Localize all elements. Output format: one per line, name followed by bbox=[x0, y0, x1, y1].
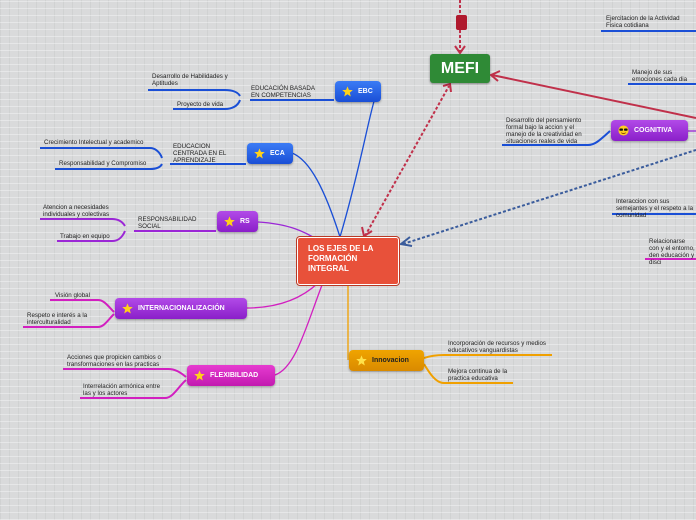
label-right-interaccion[interactable]: Interaccion con sus semejantes y el resp… bbox=[616, 198, 694, 219]
central-topic-title: LOS EJES DE LA FORMACIÓN INTEGRAL bbox=[308, 244, 374, 273]
node-rs[interactable]: RS bbox=[217, 211, 258, 232]
label-flex-acciones[interactable]: Acciones que propicien cambios o transfo… bbox=[67, 354, 161, 368]
mefi-title: MEFI bbox=[440, 59, 480, 77]
star-icon bbox=[342, 86, 353, 97]
sunglasses-emoji-icon bbox=[618, 125, 629, 136]
label-eca-description[interactable]: EDUCACION CENTRADA EN EL APRENDIZAJE bbox=[173, 143, 227, 164]
label-ebc-description[interactable]: EDUCACIÓN BASADA EN COMPETENCIAS bbox=[251, 85, 315, 99]
label-int-respeto[interactable]: Respeto e interés a la interculturalidad bbox=[27, 312, 88, 326]
label-rs-atencion[interactable]: Atencion a necesidades individuales y co… bbox=[43, 204, 110, 218]
label-right-relacionarse[interactable]: Relacionarse con y el entorno, den educa… bbox=[649, 238, 695, 266]
star-icon bbox=[224, 216, 235, 227]
label-rs-trabajo[interactable]: Trabajo en equipo bbox=[60, 233, 110, 240]
node-internacionalizacion[interactable]: INTERNACIONALIZACIÓN bbox=[115, 298, 247, 319]
star-icon bbox=[122, 303, 133, 314]
node-flexibilidad-label: FLEXIBILIDAD bbox=[210, 372, 259, 379]
node-innovacion[interactable]: Innovacion bbox=[349, 350, 424, 371]
star-icon bbox=[194, 370, 205, 381]
star-icon bbox=[356, 355, 367, 366]
label-rs-description[interactable]: RESPONSABILIDAD SOCIAL bbox=[138, 216, 197, 230]
node-internacionalizacion-label: INTERNACIONALIZACIÓN bbox=[138, 305, 225, 312]
label-cog-desarrollo[interactable]: Desarrollo del pensamiento formal bajo l… bbox=[506, 117, 582, 145]
node-innovacion-label: Innovacion bbox=[372, 357, 409, 364]
label-flex-interrelacion[interactable]: Interrelación armónica entre las y los a… bbox=[83, 383, 161, 397]
label-inn-incorporacion[interactable]: Incorporación de recursos y medios educa… bbox=[448, 340, 547, 354]
label-eca-responsabilidad[interactable]: Responsabilidad y Compromiso bbox=[59, 160, 147, 167]
node-eca[interactable]: ECA bbox=[247, 143, 293, 164]
label-right-ejercitacion[interactable]: Ejercitacion de la Actividad Fisica coti… bbox=[606, 15, 680, 29]
label-int-vision[interactable]: Visión global bbox=[55, 292, 90, 299]
label-inn-mejora[interactable]: Mejora continua de la practica educativa bbox=[448, 368, 508, 382]
star-icon bbox=[254, 148, 265, 159]
node-cognitiva[interactable]: COGNITIVA bbox=[611, 120, 688, 141]
node-eca-label: ECA bbox=[270, 150, 285, 157]
node-rs-label: RS bbox=[240, 218, 250, 225]
label-right-manejo[interactable]: Manejo de sus emociones cada dia bbox=[632, 69, 688, 83]
mefi-node[interactable]: MEFI bbox=[430, 54, 490, 83]
label-ebc-proyecto[interactable]: Proyecto de vida bbox=[177, 101, 224, 108]
node-ebc[interactable]: EBC bbox=[335, 81, 381, 102]
node-ebc-label: EBC bbox=[358, 88, 373, 95]
central-topic[interactable]: LOS EJES DE LA FORMACIÓN INTEGRAL bbox=[297, 237, 399, 285]
label-ebc-habilidades[interactable]: Desarrollo de Habilidades y Aptitudes bbox=[152, 73, 228, 87]
node-flexibilidad[interactable]: FLEXIBILIDAD bbox=[187, 365, 275, 386]
label-eca-crecimiento[interactable]: Crecimiento Intelectual y academico bbox=[44, 139, 144, 146]
node-cognitiva-label: COGNITIVA bbox=[634, 127, 673, 134]
